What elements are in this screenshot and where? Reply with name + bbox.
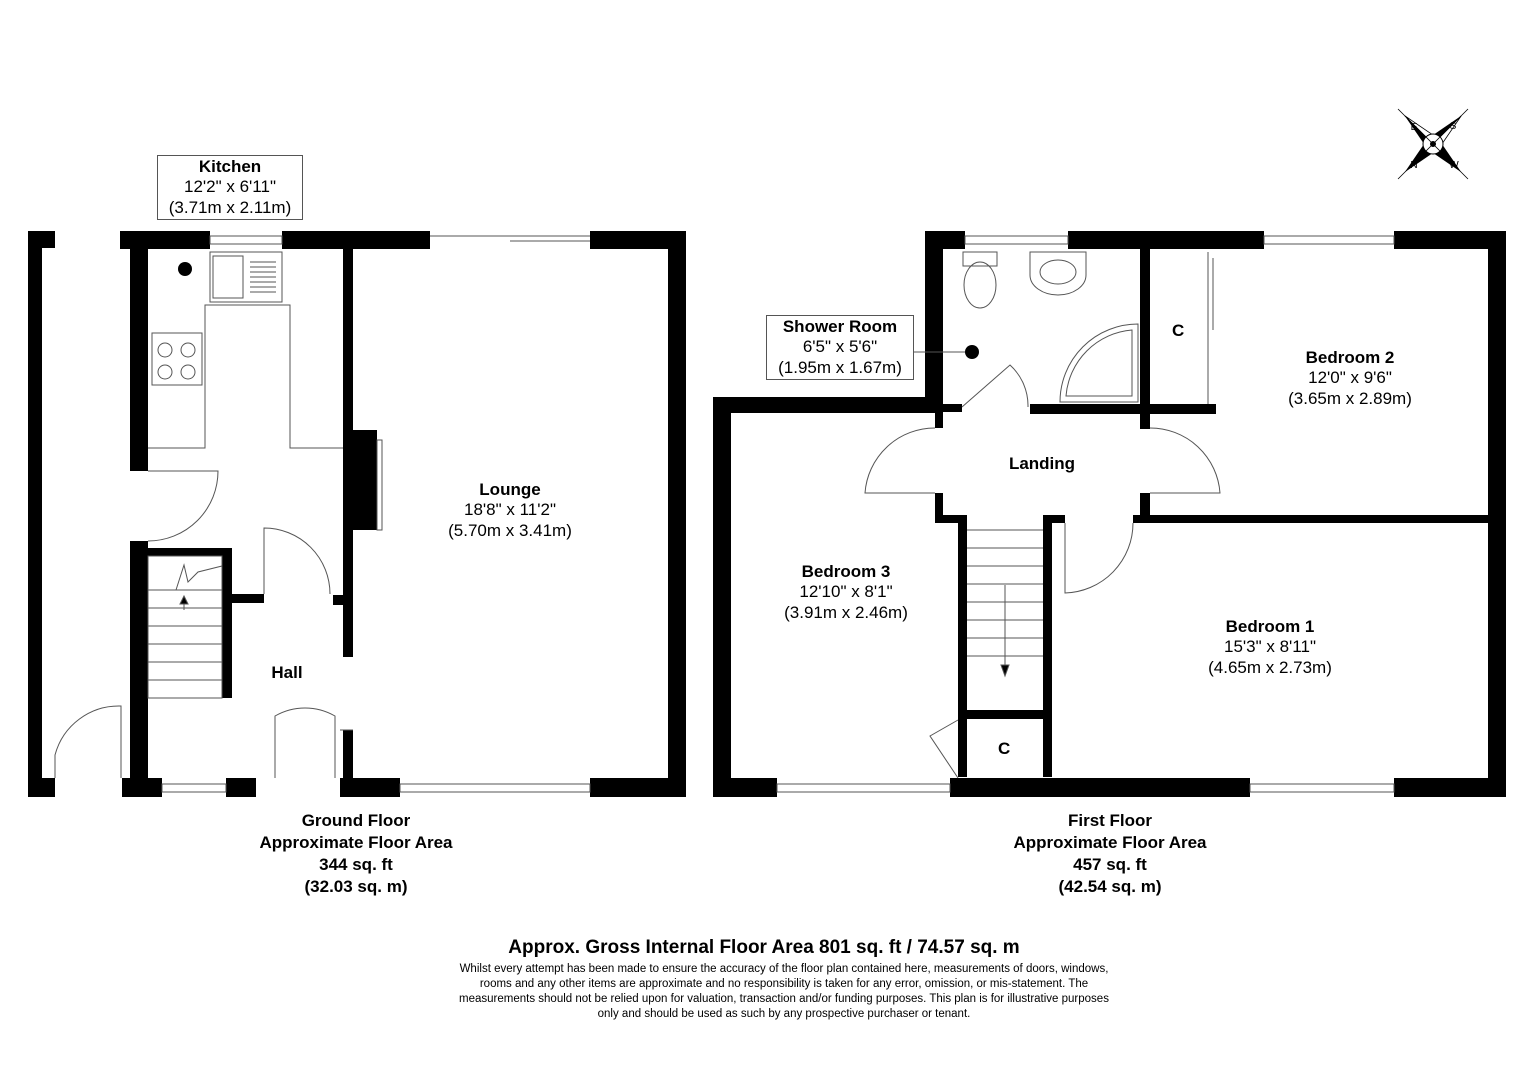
disclaimer-line: only and should be used as such by any p… xyxy=(597,1008,971,1020)
shower-room-name: Shower Room xyxy=(782,317,898,336)
compass-rose-icon: N S E W xyxy=(1397,108,1469,180)
first-floor-caption: First Floor Approximate Floor Area 457 s… xyxy=(970,810,1250,898)
kitchen-label: Kitchen 12'2" x 6'11" (3.71m x 2.11m) xyxy=(157,155,303,221)
shower-room-label: Shower Room 6'5" x 5'6" (1.95m x 1.67m) xyxy=(766,315,914,381)
bedroom2-dims: 12'0" x 9'6" xyxy=(1308,368,1392,388)
first-floor-name: First Floor xyxy=(1067,811,1153,830)
kitchen-name: Kitchen xyxy=(198,157,262,176)
ground-floor-sqm: (32.03 sq. m) xyxy=(304,877,408,897)
bedroom3-metric: (3.91m x 2.46m) xyxy=(784,602,908,622)
lounge-dims: 18'8" x 11'2" xyxy=(464,500,556,520)
disclaimer: Whilst every attempt has been made to en… xyxy=(384,962,1184,1022)
landing-label: Landing xyxy=(992,454,1092,474)
ground-floor-doors xyxy=(54,439,383,778)
bedroom3-name: Bedroom 3 xyxy=(801,562,891,581)
first-floor-doors xyxy=(864,364,1221,779)
disclaimer-line: measurements should not be relied upon f… xyxy=(459,993,1109,1005)
first-floor-stairs xyxy=(967,529,1043,678)
hall-label: Hall xyxy=(257,663,317,683)
kitchen-dims: 12'2" x 6'11" xyxy=(184,177,276,197)
hall-name: Hall xyxy=(271,663,303,682)
ground-floor-windows xyxy=(161,235,591,793)
bedroom2-metric: (3.65m x 2.89m) xyxy=(1288,388,1412,408)
compass-n: N xyxy=(1410,160,1417,171)
disclaimer-line: Whilst every attempt has been made to en… xyxy=(459,963,1109,975)
ground-floor-approx: Approximate Floor Area xyxy=(259,833,453,853)
compass-e: E xyxy=(1411,122,1418,133)
first-floor-sqm: (42.54 sq. m) xyxy=(1058,877,1162,897)
compass-s: S xyxy=(1450,121,1457,132)
extractor-marker xyxy=(965,345,979,359)
ground-floor-stairs xyxy=(147,555,223,699)
bedroom1-dims: 15'3" x 8'11" xyxy=(1224,637,1316,657)
bedroom3-dims: 12'10" x 8'1" xyxy=(799,582,893,602)
gross-floor-area: Approx. Gross Internal Floor Area 801 sq… xyxy=(508,937,1020,958)
kitchen-metric: (3.71m x 2.11m) xyxy=(168,197,292,217)
first-floor-windows xyxy=(776,235,1395,793)
bedroom2-name: Bedroom 2 xyxy=(1305,348,1395,367)
disclaimer-line: rooms and any other items are approximat… xyxy=(479,978,1089,990)
ground-floor-sqft: 344 sq. ft xyxy=(319,855,393,875)
lounge-metric: (5.70m x 3.41m) xyxy=(448,520,572,540)
boiler-marker xyxy=(178,262,192,276)
ground-floor-caption: Ground Floor Approximate Floor Area 344 … xyxy=(216,810,496,898)
bedroom1-label: Bedroom 1 15'3" x 8'11" (4.65m x 2.73m) xyxy=(1180,617,1360,678)
cupboard-label-bedroom2: C xyxy=(1172,321,1185,340)
first-floor-sqft: 457 sq. ft xyxy=(1073,855,1147,875)
bedroom1-name: Bedroom 1 xyxy=(1225,617,1315,636)
first-floor-walls xyxy=(713,231,1506,797)
ground-floor-walls xyxy=(28,231,686,797)
compass-w: W xyxy=(1449,160,1459,171)
cupboard-label-landing: C xyxy=(998,739,1011,758)
lounge-label: Lounge 18'8" x 11'2" (5.70m x 3.41m) xyxy=(420,480,600,541)
shower-room-fixtures xyxy=(962,251,1139,403)
shower-room-dims: 6'5" x 5'6" xyxy=(802,337,878,357)
shower-room-metric: (1.95m x 1.67m) xyxy=(778,357,902,377)
kitchen-worktop xyxy=(148,251,343,449)
ground-floor-name: Ground Floor xyxy=(301,811,411,830)
bedroom2-label: Bedroom 2 12'0" x 9'6" (3.65m x 2.89m) xyxy=(1260,348,1440,409)
landing-name: Landing xyxy=(1008,454,1076,473)
lounge-name: Lounge xyxy=(479,480,541,499)
first-floor-approx: Approximate Floor Area xyxy=(1013,833,1207,853)
bedroom3-label: Bedroom 3 12'10" x 8'1" (3.91m x 2.46m) xyxy=(756,562,936,623)
ground-floor-plan xyxy=(28,231,686,797)
first-floor-plan xyxy=(713,231,1506,797)
bedroom1-metric: (4.65m x 2.73m) xyxy=(1208,657,1332,677)
